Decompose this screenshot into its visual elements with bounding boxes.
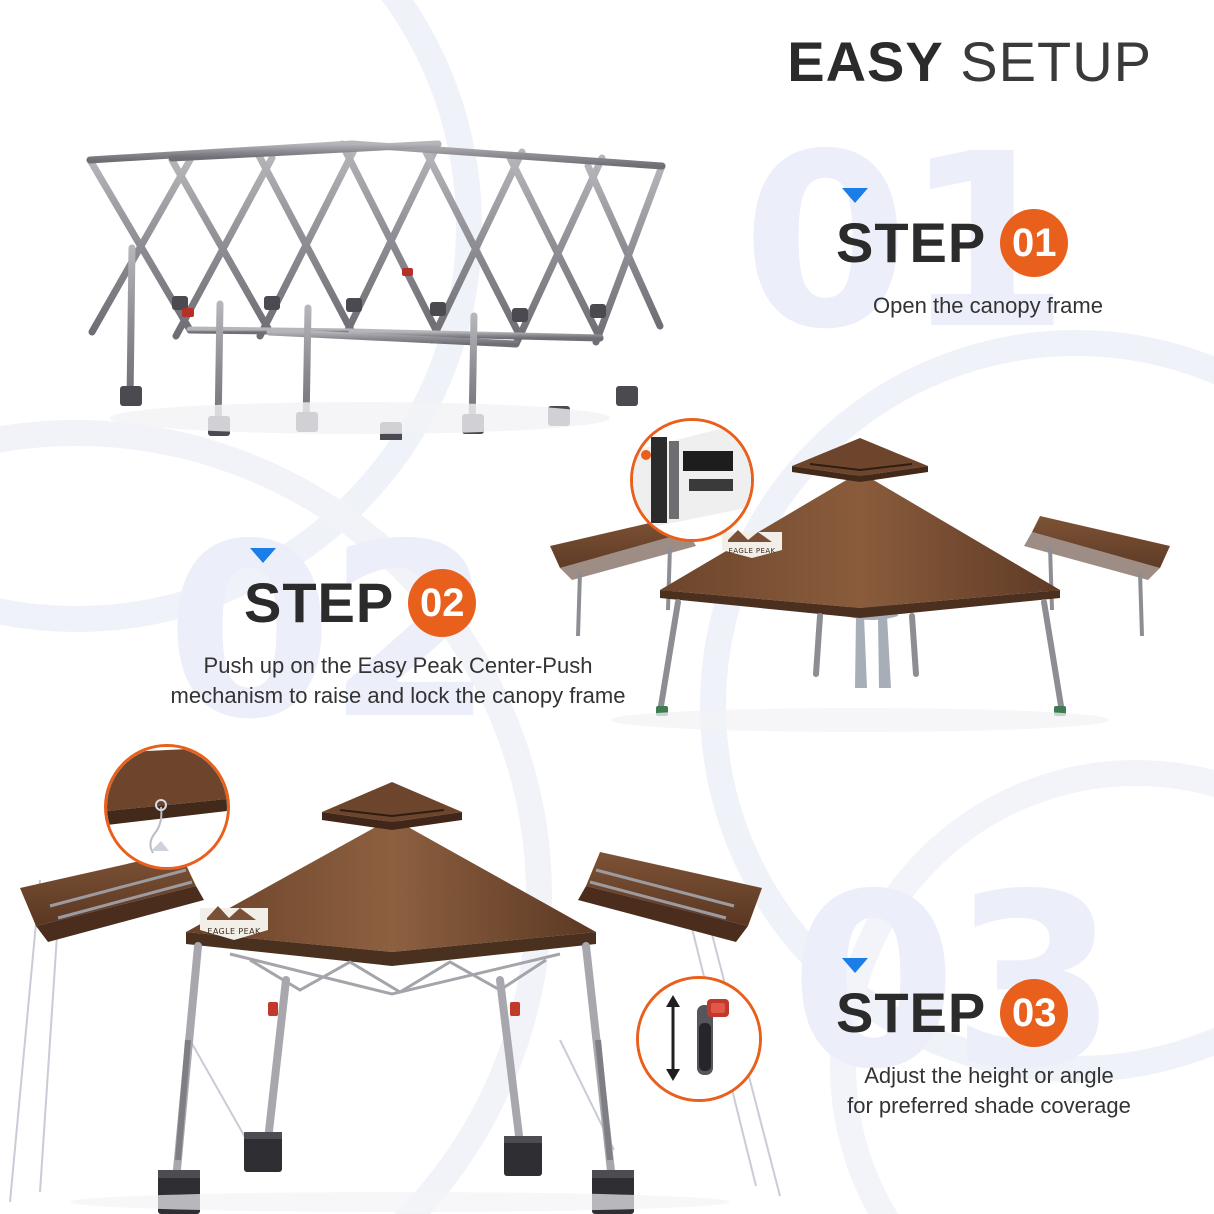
center-push-mechanism-inset — [630, 418, 754, 542]
svg-text:EAGLE PEAK: EAGLE PEAK — [728, 547, 775, 555]
page-title: EASY SETUP — [787, 34, 1152, 90]
step-description: Open the canopy frame — [873, 293, 1103, 318]
step-block-02: STEP 02 Push up on the Easy Peak Center-… — [171, 548, 638, 710]
step-title-02: STEP 02 — [244, 569, 638, 637]
canopy-step3-illustration: EAGLE PEAK — [0, 740, 800, 1214]
step-description: Push up on the Easy Peak Center-Push mec… — [170, 653, 626, 708]
step-number-badge: 02 — [408, 569, 477, 637]
leg-height-adjust-inset — [636, 976, 762, 1102]
page-title-bold: EASY — [787, 30, 944, 93]
svg-text:EAGLE PEAK: EAGLE PEAK — [207, 927, 261, 936]
step-word: STEP — [244, 571, 395, 634]
step-title-03: STEP 03 — [836, 979, 1164, 1047]
step-block-01: STEP 01 Open the canopy frame — [836, 188, 1158, 321]
step-word: STEP — [836, 981, 987, 1044]
triangle-down-icon — [842, 958, 868, 973]
step-block-03: STEP 03 Adjust the height or angle for p… — [836, 958, 1164, 1120]
triangle-down-icon — [842, 188, 868, 203]
brand-label: EAGLE PEAK — [200, 906, 268, 940]
triangle-down-icon — [250, 548, 276, 563]
page-title-light: SETUP — [960, 30, 1152, 93]
ghost-number-03: 03 — [790, 842, 1118, 1122]
step-title-01: STEP 01 — [836, 209, 1158, 277]
step-word: STEP — [836, 211, 987, 274]
step-number-badge: 03 — [1000, 979, 1069, 1047]
brand-label: EAGLE PEAK — [722, 530, 782, 558]
collapsed-canopy-frame-illustration — [60, 100, 700, 440]
canopy-step2-illustration: EAGLE PEAK — [520, 420, 1200, 750]
step-description: Adjust the height or angle for preferred… — [847, 1063, 1131, 1118]
step-number-badge: 01 — [1000, 209, 1069, 277]
awning-hook-inset — [104, 744, 230, 870]
